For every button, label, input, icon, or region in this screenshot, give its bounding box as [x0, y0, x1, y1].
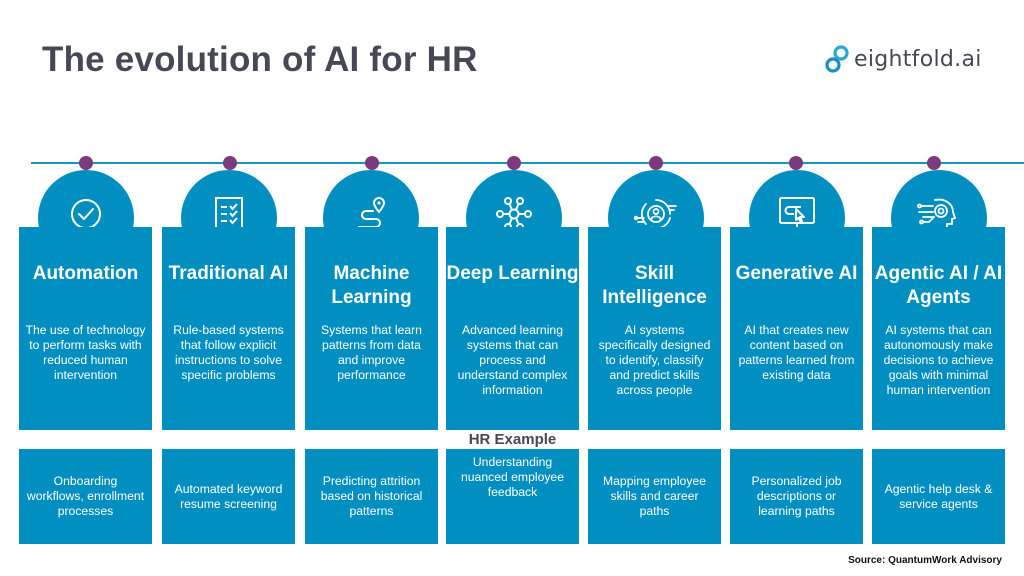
hr-example-text: Mapping employee skills and career paths	[603, 474, 706, 518]
stage-description: AI that creates new content based on pat…	[738, 323, 855, 382]
stage-description: Advanced learning systems that can proce…	[457, 323, 568, 397]
stage-title: Deep Learning	[446, 263, 579, 284]
logo-text: eightfold.ai	[854, 46, 982, 72]
eightfold-logo: eightfold.ai	[824, 44, 982, 74]
stage-title: Skill Intelligence	[602, 263, 707, 308]
stage-title: Traditional AI	[168, 263, 289, 284]
timeline-dot	[507, 156, 521, 170]
hr-example-card: Predicting attrition based on historical…	[305, 449, 438, 544]
hr-example-card: Onboarding workflows, enrollment process…	[19, 449, 152, 544]
hr-example-card: Mapping employee skills and career paths	[588, 449, 721, 544]
stage-card: Deep Learning Advanced learning systems …	[446, 227, 579, 430]
stage-description: AI systems that can autonomously make de…	[883, 323, 994, 397]
hr-example-text: Predicting attrition based on historical…	[320, 474, 423, 518]
timeline-dot	[79, 156, 93, 170]
infinity-loop-icon	[825, 45, 849, 73]
hr-example-card: Automated keyword resume screening	[162, 449, 295, 544]
stage-description: The use of technology to perform tasks w…	[25, 323, 146, 382]
timeline-dot	[365, 156, 379, 170]
stage-description: Rule-based systems that follow explicit …	[173, 323, 284, 382]
stage-card: Automation The use of technology to perf…	[19, 227, 152, 430]
hr-example-heading: HR Example	[468, 431, 557, 448]
hr-example-text: Personalized job descriptions or learnin…	[751, 474, 842, 518]
stage-title: Agentic AI / AI Agents	[874, 263, 1003, 308]
stage-card: Machine Learning Systems that learn patt…	[305, 227, 438, 430]
hr-example-text: Onboarding workflows, enrollment process…	[26, 474, 145, 518]
route-pin-icon	[358, 197, 386, 228]
timeline-dot	[927, 156, 941, 170]
stage-description: Systems that learn patterns from data an…	[321, 323, 422, 382]
timeline-dot	[789, 156, 803, 170]
stage-title: Generative AI	[735, 263, 858, 284]
source-citation: Source: QuantumWork Advisory	[848, 555, 1002, 566]
hr-example-card: Understanding nuanced employee feedback	[446, 449, 579, 544]
page-title: The evolution of AI for HR	[42, 40, 478, 79]
stage-card: Skill Intelligence AI systems specifical…	[588, 227, 721, 430]
hr-example-text: Understanding nuanced employee feedback	[461, 455, 564, 499]
ai-head-icon	[917, 198, 957, 230]
stage-card: Agentic AI / AI Agents AI systems that c…	[872, 227, 1005, 430]
stage-title: Automation	[32, 263, 139, 284]
stage-card: Generative AI AI that creates new conten…	[730, 227, 863, 430]
hr-example-card: Agentic help desk & service agents	[872, 449, 1005, 544]
timeline-line	[31, 162, 1024, 164]
hr-example-text: Automated keyword resume screening	[174, 481, 283, 511]
stage-description: AI systems specifically designed to iden…	[598, 323, 711, 397]
hr-example-text: Agentic help desk & service agents	[884, 481, 993, 511]
timeline-dot	[649, 156, 663, 170]
timeline-dot	[223, 156, 237, 170]
stage-card: Traditional AI Rule-based systems that f…	[162, 227, 295, 430]
stage-title: Machine Learning	[331, 263, 412, 308]
hr-example-card: Personalized job descriptions or learnin…	[730, 449, 863, 544]
